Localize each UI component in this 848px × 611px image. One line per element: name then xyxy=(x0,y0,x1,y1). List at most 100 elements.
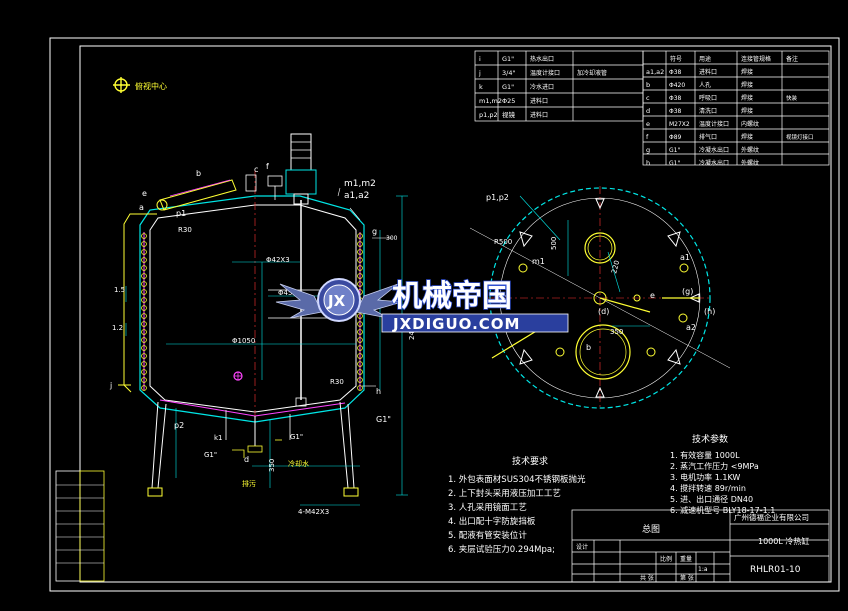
inner-frame xyxy=(79,45,832,583)
title-block xyxy=(571,509,830,583)
coil-pipe xyxy=(141,337,147,343)
nozzle-id: j xyxy=(478,69,481,77)
svg-text:G1": G1" xyxy=(204,451,217,459)
coil-pipe xyxy=(357,353,363,359)
svg-text:b: b xyxy=(196,169,201,178)
nozzle-name: 冷凝水出口 xyxy=(699,146,729,154)
nozzle-id: g xyxy=(646,146,650,154)
svg-text:m1,m2: m1,m2 xyxy=(344,179,376,189)
nozzle-name: 热水出口 xyxy=(530,55,554,63)
svg-text:300: 300 xyxy=(386,235,398,242)
nozzle-name: 温度计接口 xyxy=(530,69,560,77)
outer-frame xyxy=(49,37,840,592)
coil-pipe xyxy=(141,313,147,319)
svg-text:p1,p2: p1,p2 xyxy=(486,193,509,202)
svg-text:f: f xyxy=(266,162,269,171)
tech-req-item: 1. 外包表面材SUS304不锈钢板抛光 xyxy=(448,474,586,485)
nozzle-id: h xyxy=(646,159,650,167)
logo-letters: JX xyxy=(327,292,346,310)
coil-pipe xyxy=(141,369,147,375)
nozzle-id: d xyxy=(646,107,650,115)
nozzle-name: 呼吸口 xyxy=(699,95,717,102)
nozzle-note: 视镜灯接口 xyxy=(786,133,814,141)
nozzle-id: k xyxy=(479,83,483,91)
tech-spec-item: 1. 有效容量 1000L xyxy=(670,450,740,460)
svg-text:Φ450: Φ450 xyxy=(278,289,297,297)
coil-pipe xyxy=(141,249,147,255)
title-block-text: 总图 广州德福企业有限公司 1000L 冷热缸 RHLR01-10 设计 比例 … xyxy=(576,512,809,582)
svg-text:重量: 重量 xyxy=(680,555,692,563)
nozzle-table-left xyxy=(474,50,644,122)
svg-text:a2: a2 xyxy=(686,323,696,332)
coil-pipe xyxy=(141,329,147,335)
svg-text:共 张: 共 张 xyxy=(640,574,654,582)
table-header: 备注 xyxy=(786,55,798,63)
coil-pipe xyxy=(357,337,363,343)
coil-pipe xyxy=(141,385,147,391)
svg-text:1.5: 1.5 xyxy=(114,286,125,294)
nozzle-name: 冷水进口 xyxy=(530,83,554,91)
brand-en: JXDIGUO.COM xyxy=(392,315,520,333)
svg-text:1.2: 1.2 xyxy=(112,324,123,332)
svg-text:G1": G1" xyxy=(376,415,391,424)
nozzle-size: G1" xyxy=(669,147,680,154)
company-name: 广州德福企业有限公司 xyxy=(734,512,809,522)
coil-pipe xyxy=(357,257,363,263)
table-header: 用途 xyxy=(699,55,711,63)
nozzle-size: M27X2 xyxy=(669,121,690,128)
coil-pipe xyxy=(141,281,147,287)
svg-text:(h): (h) xyxy=(704,307,715,316)
svg-text:冷却水: 冷却水 xyxy=(288,459,309,468)
svg-text:a1: a1 xyxy=(680,253,690,262)
tech-requirements: 技术要求 1. 外包表面材SUS304不锈钢板抛光 2. 上下封头采用液压加工工艺… xyxy=(448,455,586,555)
coil-pipe xyxy=(141,353,147,359)
nozzle-note: 快装 xyxy=(786,94,798,102)
tech-req-title: 技术要求 xyxy=(512,455,548,467)
coil-pipe xyxy=(357,281,363,287)
nozzle-spec: 焊接 xyxy=(741,81,753,89)
nozzle-id: b xyxy=(646,81,650,89)
nozzle-name: 进料口 xyxy=(699,68,717,76)
coil-pipe xyxy=(357,385,363,391)
svg-text:h: h xyxy=(376,387,381,396)
brand-cn: 机械帝国 xyxy=(392,279,512,314)
nozzle-size: G1" xyxy=(669,160,680,167)
nozzle-id: p1,p2 xyxy=(479,111,498,119)
svg-text:R30: R30 xyxy=(178,226,192,234)
nozzle-id: c xyxy=(646,94,650,102)
vessel-top-view xyxy=(469,186,731,410)
coil-pipe xyxy=(357,273,363,279)
nozzle-id: m1,m2 xyxy=(479,97,502,105)
nozzle-id: e xyxy=(646,120,650,128)
tech-req-item: 4. 出口配十字防旋挡板 xyxy=(448,516,536,527)
svg-text:G1": G1" xyxy=(290,433,303,441)
coil-pipe xyxy=(141,377,147,383)
view-symbol: 俯视中心 xyxy=(113,77,167,93)
nozzle-spec: 焊接 xyxy=(741,94,753,102)
nozzle-note: 加冷却液管 xyxy=(577,69,607,77)
tech-req-item: 6. 夹层试验压力0.294Mpa; xyxy=(448,544,555,555)
svg-text:设计: 设计 xyxy=(576,543,588,551)
svg-text:R500: R500 xyxy=(494,238,512,246)
nozzle-id: f xyxy=(646,133,649,141)
nozzle-name: 进料口 xyxy=(530,111,548,119)
coil-pipe xyxy=(357,249,363,255)
nozzle-spec: 焊接 xyxy=(741,68,753,76)
coil-pipe xyxy=(141,289,147,295)
nozzle-name: 冷凝水出口 xyxy=(699,159,729,167)
coil-pipe xyxy=(357,329,363,335)
tech-req-item: 2. 上下封头采用液压加工工艺 xyxy=(448,488,561,499)
nozzle-name: 进料口 xyxy=(530,97,548,105)
top-view-labels: p1,p2 R500 500 m1 a1 (g) (h) a2 e (d) 22… xyxy=(486,193,715,352)
svg-text:R30: R30 xyxy=(330,378,344,386)
product-name: 1000L 冷热缸 xyxy=(758,536,809,546)
nozzle-size: Φ89 xyxy=(669,134,682,141)
svg-text:a1,a2: a1,a2 xyxy=(344,191,369,201)
svg-text:500: 500 xyxy=(550,237,558,250)
nozzle-spec: 外螺纹 xyxy=(741,159,759,167)
svg-text:排污: 排污 xyxy=(242,479,256,488)
nozzle-size: Φ38 xyxy=(669,95,682,102)
nozzle-table-right xyxy=(642,50,830,166)
